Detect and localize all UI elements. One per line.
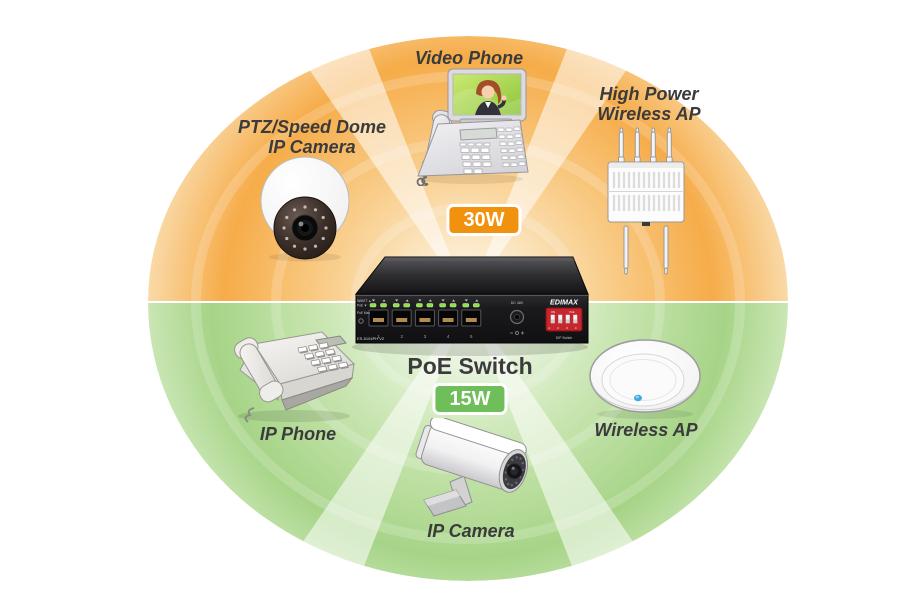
antennas bbox=[618, 127, 673, 163]
svg-text:PoE ▼: PoE ▼ bbox=[357, 304, 367, 308]
ir-leds bbox=[504, 456, 524, 487]
dip-switch-block: ON PoE 1 2 3 4 bbox=[545, 307, 583, 332]
keypad bbox=[297, 342, 349, 374]
panel-left-labels: 5WATT ▲ PoE ▼ PoE Max bbox=[357, 299, 371, 315]
function-keys bbox=[497, 126, 526, 167]
mount-bracket bbox=[423, 475, 473, 517]
poe-switch-illustration: 1 2 3 4 5 5WATT ▲ PoE ▼ PoE Max ES-5104P… bbox=[354, 256, 589, 344]
port-numbers: 1 2 3 4 5 bbox=[377, 334, 473, 339]
bottom-antennas bbox=[623, 225, 669, 275]
svg-text:2: 2 bbox=[400, 334, 403, 339]
high-power-ap-label: High Power Wireless AP bbox=[597, 84, 701, 125]
ap-inner-plate bbox=[601, 353, 685, 407]
ir-leds bbox=[282, 205, 328, 251]
poe-max-led bbox=[358, 318, 364, 324]
svg-text:ON: ON bbox=[551, 310, 555, 314]
svg-text:3: 3 bbox=[424, 334, 427, 339]
wireless-ap-label: Wireless AP bbox=[594, 420, 698, 440]
ip-camera-illustration bbox=[415, 418, 528, 517]
model-label: ES-5104PH V2 bbox=[357, 336, 385, 341]
svg-text:1 2 3 4: 1 2 3 4 bbox=[548, 326, 580, 330]
switch-top-face bbox=[354, 256, 589, 295]
phone-cord bbox=[244, 407, 255, 423]
power-badge-30w: 30W bbox=[446, 204, 522, 236]
video-phone-illustration bbox=[416, 68, 529, 186]
handset bbox=[234, 337, 284, 403]
svg-text:5: 5 bbox=[470, 334, 473, 339]
phone-display bbox=[459, 127, 498, 141]
svg-text:5WATT ▲: 5WATT ▲ bbox=[357, 299, 371, 303]
poe-switch-label: PoE Switch bbox=[407, 353, 533, 379]
polarity-icon bbox=[510, 331, 524, 335]
wireless-ap-illustration bbox=[589, 339, 701, 419]
ptz-camera-label: PTZ/Speed Dome IP Camera bbox=[237, 117, 387, 158]
led-marks bbox=[372, 299, 479, 302]
vent-slats bbox=[612, 172, 681, 211]
ip-phone-illustration bbox=[234, 331, 355, 423]
ip-camera-label: IP Camera bbox=[427, 521, 515, 541]
high-power-wireless-ap-illustration bbox=[607, 127, 685, 275]
rj45-ports: 1 2 3 4 5 bbox=[368, 299, 482, 339]
caller-figure bbox=[475, 80, 507, 115]
dc-label: DC 48V bbox=[511, 301, 524, 305]
svg-text:4: 4 bbox=[447, 334, 450, 339]
power-badge-15w: 15W bbox=[432, 383, 508, 415]
video-phone-label: Video Phone bbox=[414, 48, 524, 68]
svg-text:PoE Max: PoE Max bbox=[357, 311, 370, 315]
port-leds bbox=[369, 303, 480, 308]
dip-switch-label: DIP Switch bbox=[556, 336, 573, 340]
keypad bbox=[459, 142, 492, 174]
svg-text:1: 1 bbox=[377, 334, 380, 339]
camera-body bbox=[415, 418, 528, 493]
ip-phone-label: IP Phone bbox=[259, 424, 337, 444]
brand-logo: EDIMAX bbox=[550, 298, 579, 307]
ptz-dome-camera-illustration bbox=[260, 156, 350, 262]
video-screen bbox=[447, 68, 527, 122]
svg-text:PoE: PoE bbox=[570, 310, 575, 314]
